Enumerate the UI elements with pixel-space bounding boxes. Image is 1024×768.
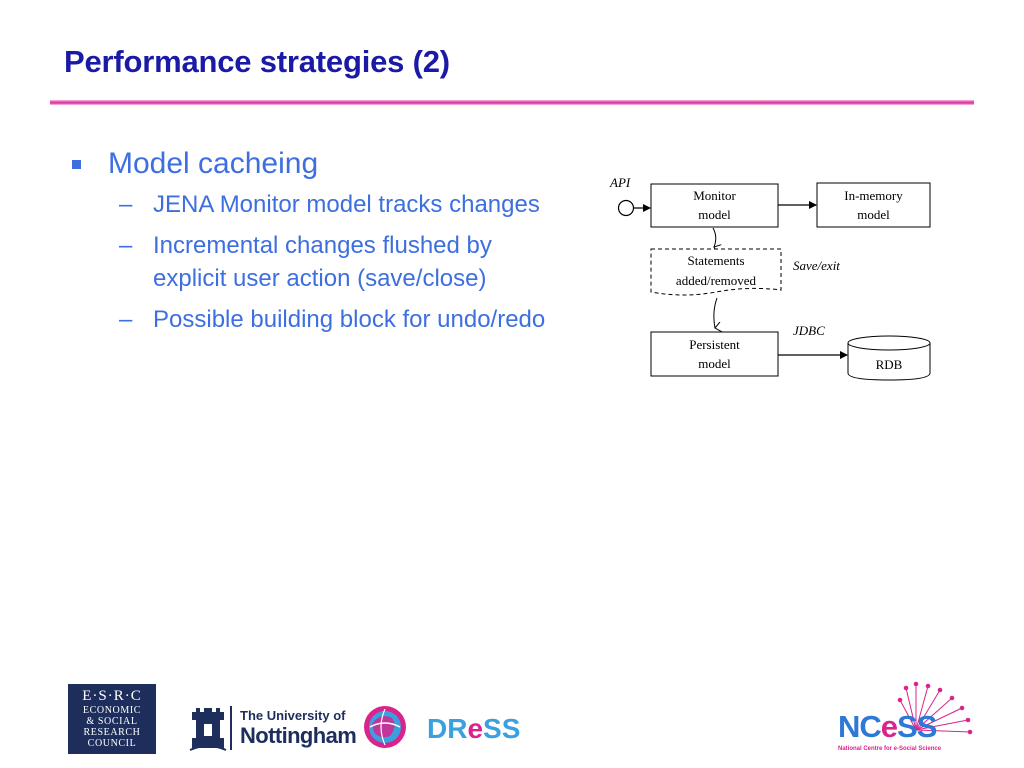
dress-logo: DReSS (427, 713, 520, 745)
bullet-item: Model cacheing (70, 142, 570, 186)
jdbc-label: JDBC (793, 323, 825, 338)
monitor-model-line2: model (698, 207, 731, 222)
castle-icon (189, 708, 227, 751)
subbullet-item: – JENA Monitor model tracks changes (70, 188, 570, 221)
dress-logo-part2: e (467, 713, 484, 744)
nottingham-logo-line2: Nottingham (240, 723, 357, 748)
statements-to-persistent-arrow (713, 297, 717, 328)
ncess-logo-part2: e (880, 709, 898, 744)
statements-document-shape (650, 248, 782, 296)
dash-bullet-icon: – (119, 191, 133, 218)
square-bullet-icon (72, 160, 81, 169)
inmemory-model-line1: In-memory (844, 188, 903, 203)
persistent-model-box (650, 331, 779, 377)
rdb-label: RDB (876, 357, 903, 372)
esrc-logo-line3: & SOCIAL (86, 716, 138, 727)
monitor-to-statements-arrow (712, 227, 716, 247)
footer-logos: E·S·R·C ECONOMIC & SOCIAL RESEARCH COUNC… (0, 672, 1024, 768)
ncess-burst-icon (897, 681, 973, 735)
dress-logo-part1: DR (427, 713, 468, 744)
ncess-logo-part1: NC (838, 709, 882, 744)
api-port-icon (617, 199, 635, 217)
dress-globe-icon (364, 706, 406, 748)
rdb-cylinder-body (847, 343, 931, 381)
ncess-logo-part3: SS (897, 709, 937, 744)
statements-line2: added/removed (676, 273, 757, 288)
subbullet-item: – Possible building block for undo/redo (70, 303, 570, 336)
esrc-logo-line1: E·S·R·C (82, 688, 142, 704)
nottingham-logo-divider (230, 706, 232, 750)
nottingham-logo: The University of Nottingham (188, 704, 357, 752)
bullet-list: Model cacheing – JENA Monitor model trac… (70, 142, 570, 344)
title-divider (50, 100, 974, 105)
monitor-model-line1: Monitor (693, 188, 736, 203)
persistent-model-line2: model (698, 356, 731, 371)
rdb-cylinder-top (847, 335, 931, 351)
esrc-logo: E·S·R·C ECONOMIC & SOCIAL RESEARCH COUNC… (68, 684, 156, 754)
api-label: API (609, 175, 631, 190)
ncess-tagline: National Centre for e-Social Science (838, 746, 942, 752)
saveexit-label: Save/exit (793, 258, 840, 273)
esrc-logo-line5: COUNCIL (87, 738, 137, 749)
ncess-logo: NCeSS (838, 709, 937, 745)
subbullet-text: JENA Monitor model tracks changes (153, 191, 540, 218)
dash-bullet-icon: – (119, 306, 133, 333)
dash-bullet-icon: – (119, 232, 133, 259)
slide-title: Performance strategies (2) (64, 44, 450, 79)
nottingham-logo-line1: The University of (240, 708, 346, 723)
monitor-model-box (650, 183, 779, 228)
subbullet-item: – Incremental changes flushed by explici… (70, 229, 570, 295)
dress-logo-part3: SS (483, 713, 521, 744)
esrc-logo-line2: ECONOMIC (82, 705, 142, 716)
persistent-model-line1: Persistent (689, 337, 740, 352)
subbullet-text: Incremental changes flushed by explicit … (153, 232, 492, 292)
inmemory-model-box (816, 182, 931, 228)
subbullet-text: Possible building block for undo/redo (153, 306, 546, 333)
esrc-logo-line4: RESEARCH (83, 727, 141, 738)
inmemory-model-line2: model (857, 207, 890, 222)
bullet-text: Model cacheing (108, 147, 319, 180)
statements-line1: Statements (687, 253, 744, 268)
